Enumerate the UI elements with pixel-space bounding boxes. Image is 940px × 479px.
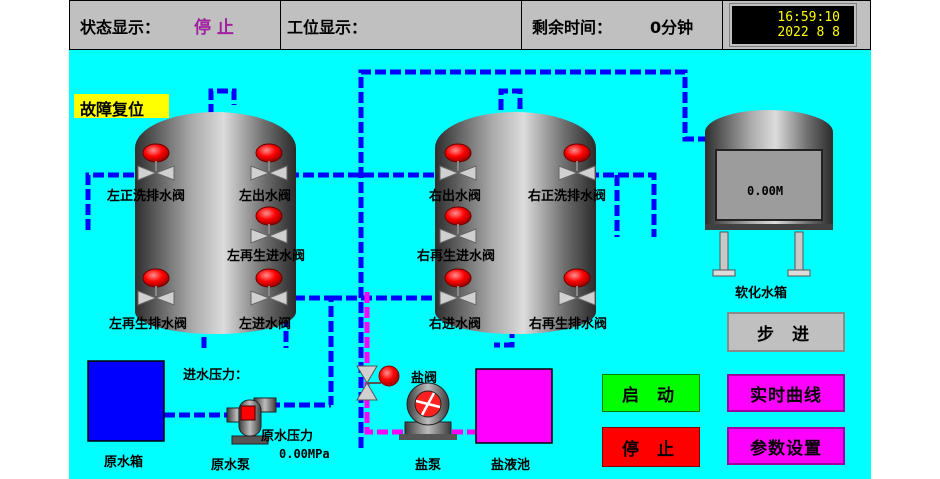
valve-left-forward-wash [137, 143, 175, 181]
station-label: 工位显示： [287, 18, 368, 37]
salt-pump-label: 盐泵 [415, 458, 442, 473]
pipe-top-main [358, 69, 707, 448]
label-left-forward-wash-valve: 左正洗排水阀 [107, 189, 186, 204]
status-value: 停 止 [194, 18, 234, 38]
valve-right-regen-drain [558, 268, 596, 306]
process-diagram [85, 69, 833, 448]
label-right-regen-drain-valve: 右再生排水阀 [529, 317, 608, 332]
realtime-curve-button[interactable]: 实时曲线 [727, 374, 845, 412]
salt-valve [356, 365, 400, 401]
label-right-inlet-valve: 右进水阀 [429, 317, 482, 332]
valve-left-regen-drain [137, 268, 175, 306]
label-right-regen-inlet-valve: 右再生进水阀 [417, 249, 496, 264]
pipe-left-top-header [85, 172, 657, 237]
soft-tank-label: 软化水箱 [735, 286, 788, 301]
start-button[interactable]: 启 动 [602, 374, 700, 412]
raw-pump-label: 原水泵 [211, 458, 251, 473]
label-right-outlet-valve: 右出水阀 [429, 189, 482, 204]
valve-right-forward-wash [558, 143, 596, 181]
valve-right-regen-inlet [439, 206, 477, 244]
raw-pressure-label: 原水压力 [261, 429, 314, 444]
params-button[interactable]: 参数设置 [727, 427, 845, 465]
remaining-time-value: 0分钟 [650, 18, 694, 37]
status-label: 状态显示： [80, 18, 161, 37]
tank-valves [137, 143, 596, 306]
label-right-forward-wash-valve: 右正洗排水阀 [528, 189, 607, 204]
soft-tank-level-value: 0.00M [747, 184, 784, 198]
label-left-outlet-valve: 左出水阀 [239, 189, 292, 204]
valve-right-outlet [439, 143, 477, 181]
valve-right-inlet [439, 268, 477, 306]
hmi-panel: 状态显示： 停 止 工位显示： 剩余时间： 0分钟 16:59:10 2022 … [69, 0, 871, 479]
stop-button[interactable]: 停 止 [602, 427, 700, 467]
remaining-time-box: 剩余时间： 0分钟 [521, 0, 723, 50]
valve-left-inlet [250, 268, 288, 306]
fault-reset-label: 故障复位 [80, 100, 145, 119]
label-left-regen-drain-valve: 左再生排水阀 [109, 317, 188, 332]
valve-left-regen-inlet [250, 206, 288, 244]
raw-pressure-value: 0.00MPa [279, 447, 330, 461]
label-left-inlet-valve: 左进水阀 [239, 317, 292, 332]
raw-water-tank [87, 360, 165, 442]
status-display-box: 状态显示： 停 止 [69, 0, 281, 50]
soft-water-tank [705, 110, 833, 277]
raw-water-pump [226, 397, 277, 445]
clock-time: 16:59:10 [777, 10, 840, 25]
clock-display: 16:59:10 2022 8 8 [729, 3, 857, 47]
fault-reset-button[interactable]: 故障复位 [74, 94, 169, 119]
remaining-time-label: 剩余时间： [532, 18, 613, 37]
valve-left-outlet [250, 143, 288, 181]
salt-pump [399, 382, 457, 440]
label-salt-valve: 盐阀 [411, 371, 438, 386]
raw-tank-label: 原水箱 [104, 455, 144, 470]
pipe-left-overflow [208, 88, 237, 175]
inlet-pressure-label: 进水压力： [183, 368, 249, 383]
brine-tank-label: 盐液池 [491, 458, 531, 473]
label-left-regen-inlet-valve: 左再生进水阀 [227, 249, 306, 264]
brine-tank [475, 368, 553, 444]
clock-date: 2022 8 8 [777, 25, 840, 40]
step-button[interactable]: 步 进 [727, 312, 845, 352]
